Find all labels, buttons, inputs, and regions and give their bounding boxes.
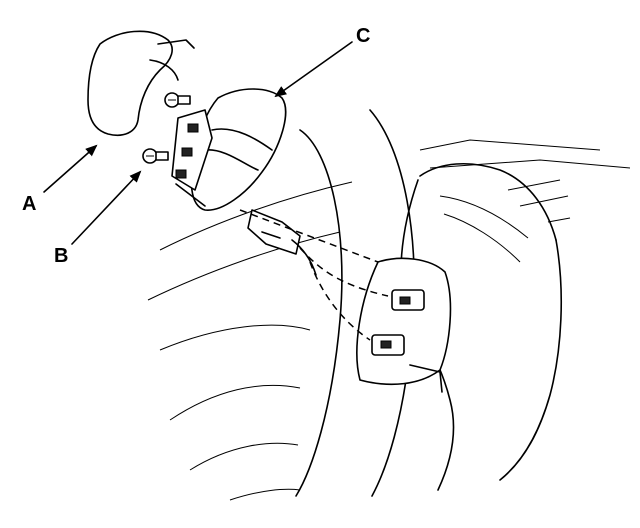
callout-b: B xyxy=(54,245,68,267)
arrow-a xyxy=(43,144,98,193)
arrow-b xyxy=(71,170,142,245)
screws xyxy=(142,92,191,164)
dashboard-outline xyxy=(147,139,631,501)
trim-cover xyxy=(87,30,195,136)
airbag-connector-socket xyxy=(356,257,452,393)
airbag-harness-connector xyxy=(247,209,317,276)
leader-arrows xyxy=(43,41,353,245)
callout-c: C xyxy=(356,25,370,47)
screw-upper xyxy=(164,92,191,108)
connection-guide-lines xyxy=(239,209,389,341)
callout-a: A xyxy=(22,193,36,215)
screw-lower xyxy=(142,148,169,164)
arrow-c xyxy=(274,41,353,98)
airbag-module xyxy=(171,88,287,211)
